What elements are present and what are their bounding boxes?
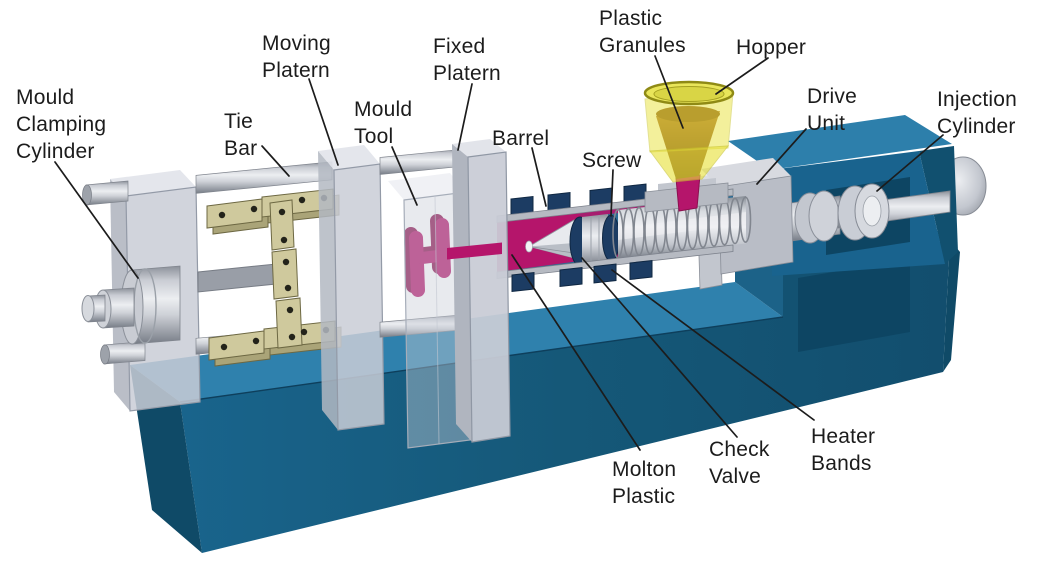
mould-parting-line [434,195,440,445]
label-screw: Screw [582,149,642,172]
leader-fixed-platern [457,83,473,151]
label-drive-unit: Drive Unit [807,85,858,135]
leader-mould-tool [391,146,418,206]
leader-barrel [531,147,547,207]
leader-molton-plastic [511,254,641,451]
moulded-part [404,214,451,297]
label-fixed-platern: Fixed Platern [433,35,501,85]
toggle-mechanism [197,188,342,367]
injection-cylinder-rod [790,183,951,244]
hopper [643,80,735,213]
leader-injection-cylinder [876,134,944,192]
leader-tie-bar [261,145,290,177]
tie-bar-mid [379,148,469,338]
sprue [447,242,502,260]
leader-mould-clamping-cylinder [54,161,139,279]
fixed-platen [447,139,511,443]
base-recess [798,259,910,352]
leader-drive-unit [756,128,807,185]
clamp-actuator-ram [197,263,277,293]
label-moving-platern: Moving Platern [262,32,331,82]
leader-plastic-granules [654,55,684,129]
leader-check-valve [581,257,738,438]
label-mould-tool: Mould Tool [354,98,413,148]
mould-tool [388,173,471,449]
mould-clamping-cylinder [81,265,181,345]
label-barrel: Barrel [492,127,550,150]
leader-moving-platern [308,78,339,166]
label-heater-bands: Heater Bands [811,425,876,475]
label-tie-bar: Tie Bar [224,110,258,160]
check-valve [569,214,620,267]
label-plastic-granules: Plastic Granules [599,7,686,57]
label-molton-plastic: Molton Plastic [612,458,677,508]
label-check-valve: Check Valve [709,438,770,488]
moving-platen [318,145,385,431]
nozzle-screw-tip [525,219,575,259]
leader-screw [610,169,614,217]
leader-heater-bands [611,269,815,421]
leader-hopper [715,57,769,95]
label-mould-clamping-cylinder: Mould Clamping Cylinder [16,86,107,163]
leader-lines [54,55,944,451]
injection-unit [728,115,987,276]
label-injection-cylinder: Injection Cylinder [937,88,1018,138]
label-hopper: Hopper [736,36,807,59]
